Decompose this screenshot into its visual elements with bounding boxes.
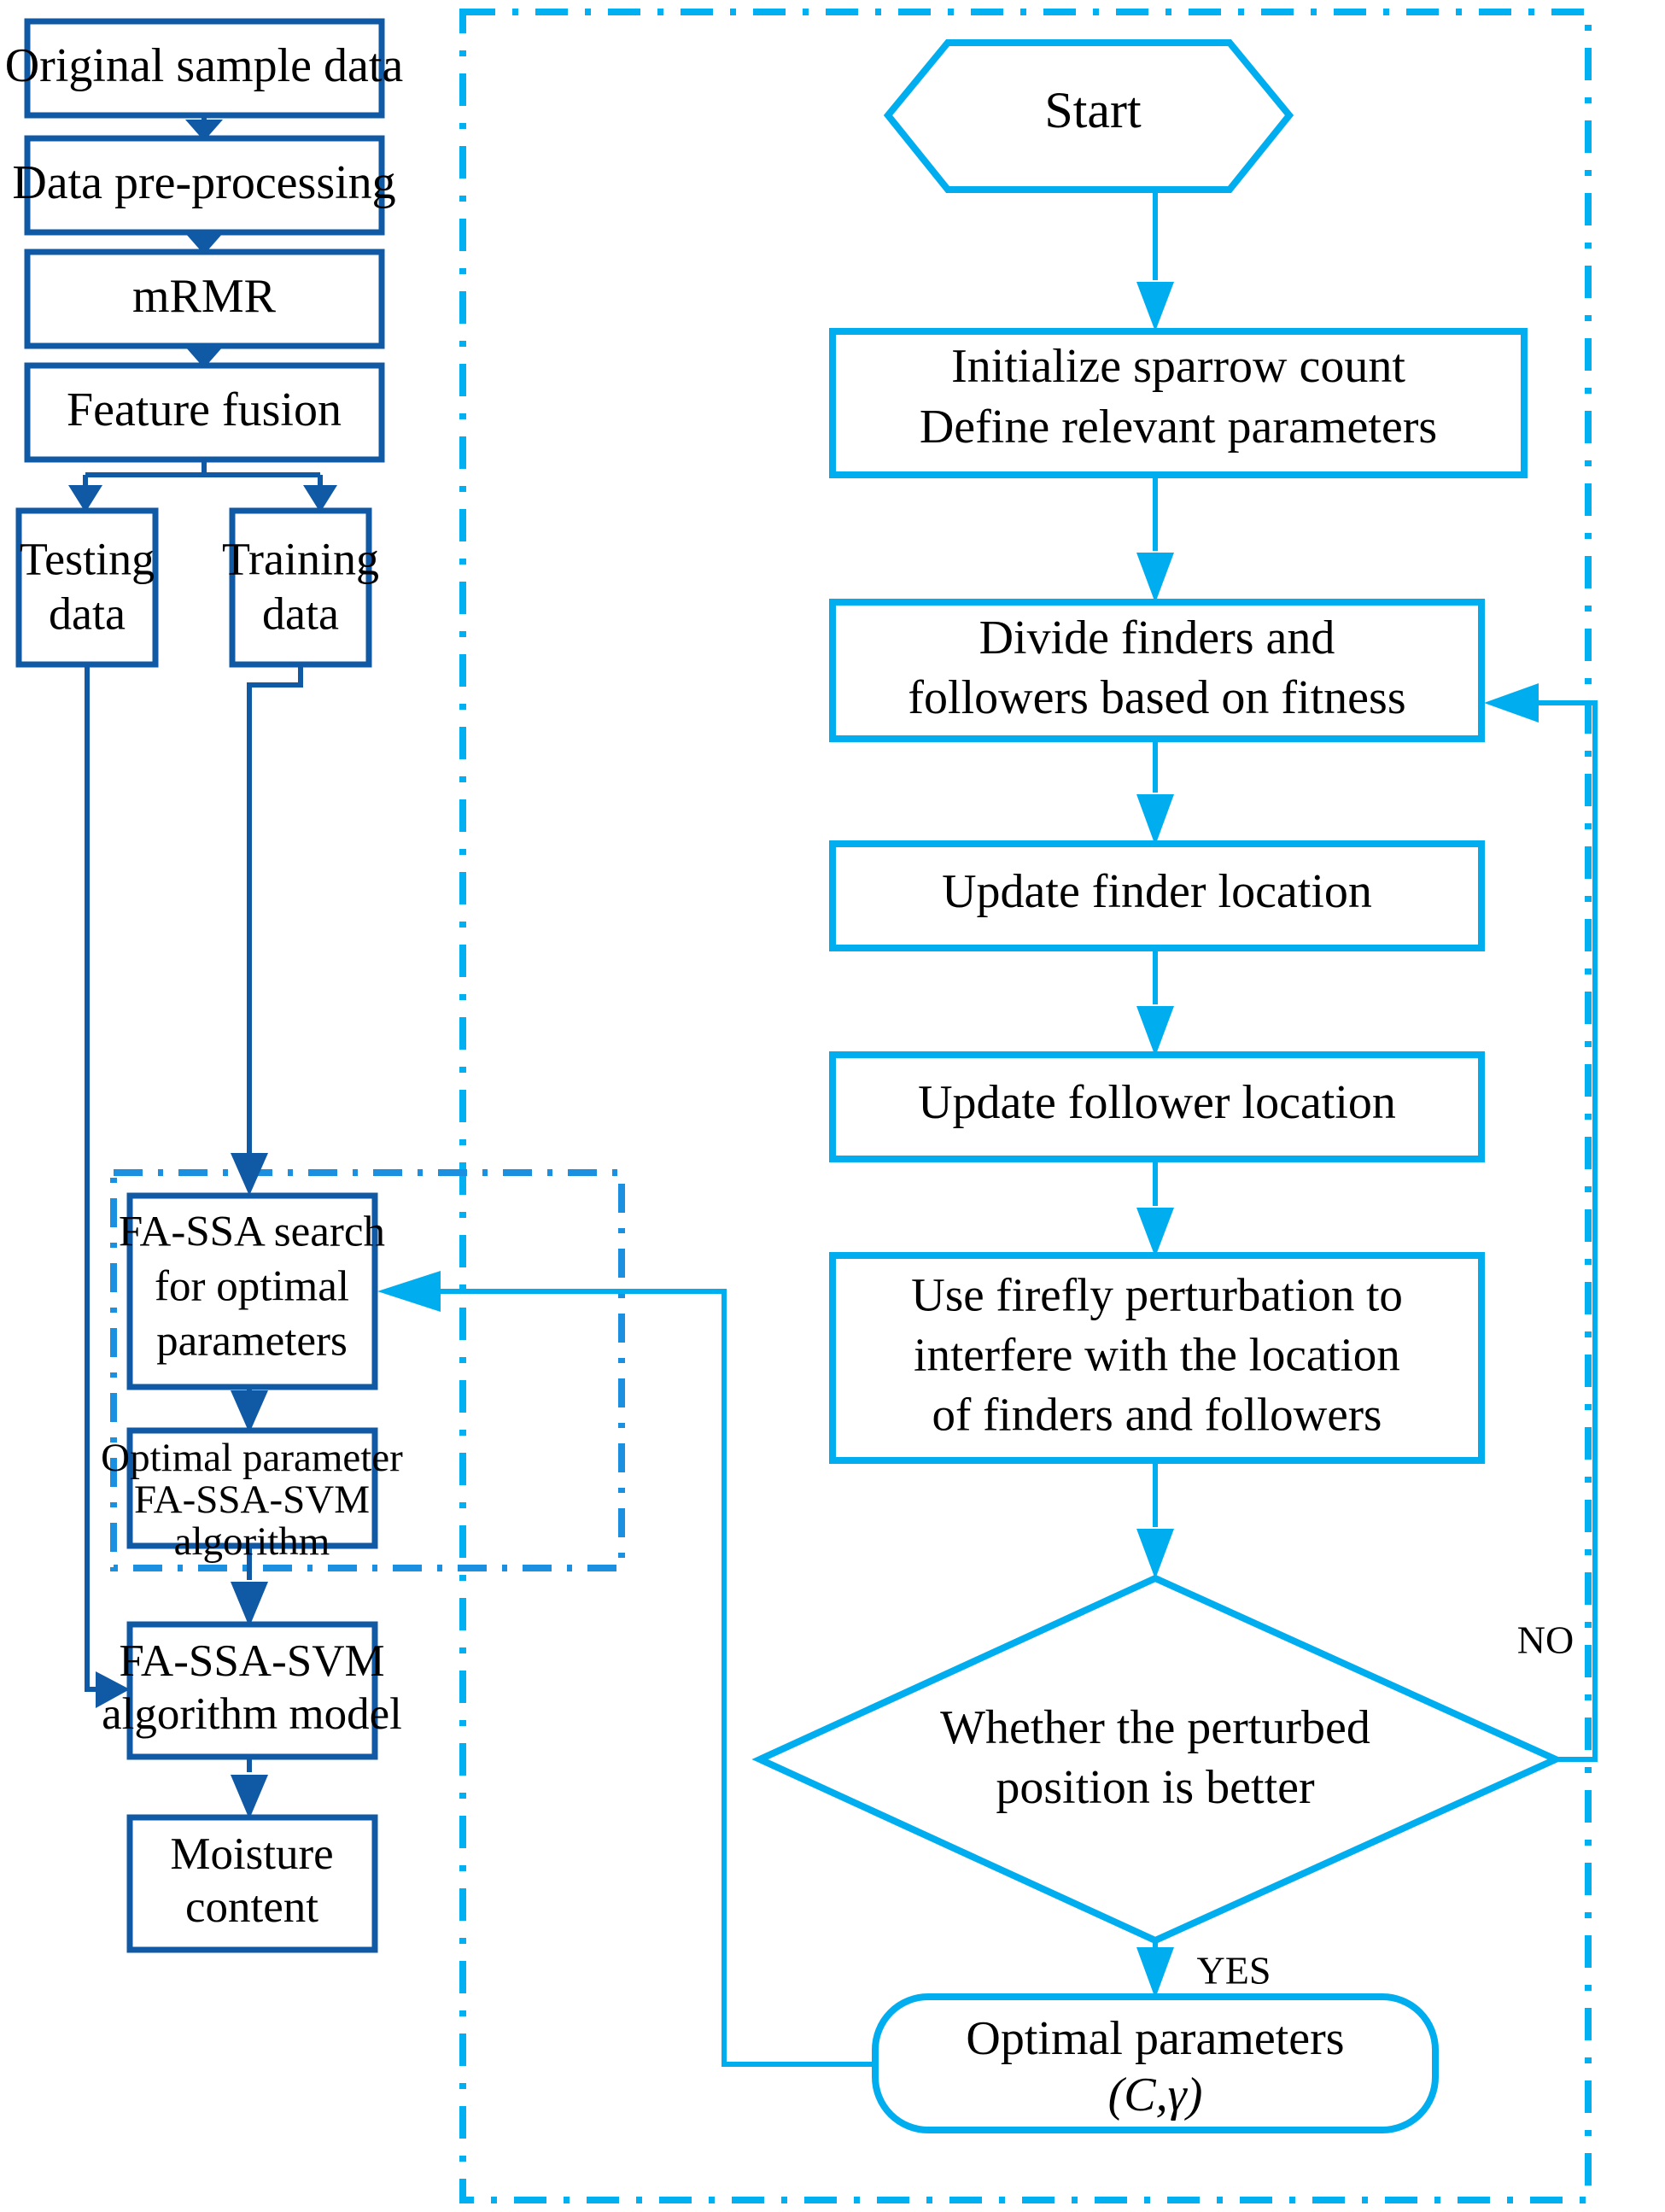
arrow-mrmr-to-feature-fusion: [185, 347, 223, 368]
edge-no-feedback-loop: [1537, 700, 1598, 1762]
edge-label-yes: YES: [1197, 1949, 1271, 1993]
label-model-line1: FA-SSA-SVM: [119, 1636, 384, 1686]
node-update-finder-location[interactable]: [829, 840, 1485, 951]
node-training-data[interactable]: [229, 507, 372, 668]
node-start[interactable]: [883, 39, 1294, 193]
label-optimal-parameter-line1: Optimal parameter: [101, 1436, 403, 1480]
edge-training-to-fa-ssa-search: [247, 664, 303, 1173]
edge-testing-to-model: [85, 664, 104, 1692]
edge-label-no: NO: [1517, 1618, 1574, 1662]
label-fa-ssa-search-line3: parameters: [156, 1318, 348, 1366]
label-testing-data-line2: data: [49, 588, 126, 639]
label-start: Start: [1044, 82, 1142, 138]
node-fa-ssa-svm-model[interactable]: [126, 1621, 378, 1760]
node-optimal-parameter-svm[interactable]: [126, 1427, 378, 1549]
label-initialize-line2: Define relevant parameters: [920, 401, 1437, 454]
label-divide-line2: followers based on fitness: [908, 671, 1405, 724]
arrow-optimal-parameter-to-model: [231, 1582, 268, 1627]
label-moisture-line2: content: [185, 1882, 318, 1932]
label-training-data-line1: Training: [222, 533, 379, 584]
arrow-divide-to-update-finder: [1136, 794, 1174, 846]
label-original-sample-data: Original sample data: [5, 39, 404, 92]
label-update-finder: Update finder location: [942, 865, 1372, 918]
label-firefly-line3: of finders and followers: [932, 1389, 1382, 1441]
arrow-start-to-initialize: [1136, 282, 1174, 331]
label-optimal-parameter-line3: algorithm: [174, 1519, 330, 1564]
arrow-yes-to-optimal-parameters: [1136, 1947, 1174, 1998]
node-moisture-content[interactable]: [126, 1814, 378, 1953]
arrow-testing-to-model: [96, 1671, 130, 1708]
node-firefly-perturbation[interactable]: [829, 1252, 1485, 1464]
label-update-follower: Update follower location: [918, 1076, 1396, 1129]
label-optimal-parameters-line1: Optimal parameters: [966, 2012, 1344, 2065]
arrow-original-to-preprocessing: [185, 120, 223, 141]
label-firefly-line2: interfere with the location: [914, 1329, 1400, 1381]
label-data-pre-processing: Data pre-processing: [12, 156, 395, 209]
node-fa-ssa-search[interactable]: [126, 1192, 378, 1390]
node-initialize-sparrow[interactable]: [829, 328, 1528, 478]
label-divide-line1: Divide finders and: [979, 612, 1335, 664]
node-whether-perturbed-better[interactable]: [751, 1574, 1564, 1945]
label-optimal-parameter-line2: FA-SSA-SVM: [134, 1478, 370, 1522]
label-mrmr: mRMR: [132, 270, 277, 323]
label-feature-fusion: Feature fusion: [67, 383, 342, 436]
arrow-update-finder-to-update-follower: [1136, 1006, 1174, 1056]
node-testing-data[interactable]: [15, 507, 159, 668]
node-optimal-parameters[interactable]: [872, 1993, 1439, 2133]
label-fa-ssa-search-line1: FA-SSA search: [119, 1208, 385, 1256]
label-fa-ssa-search-line2: for optimal: [155, 1263, 349, 1311]
label-initialize-line1: Initialize sparrow count: [951, 340, 1405, 393]
label-training-data-line2: data: [262, 588, 339, 639]
arrow-feature-fusion-to-testing: [68, 485, 102, 512]
arrow-optimal-parameters-to-fa-ssa-search: [377, 1271, 441, 1312]
node-divide-finders[interactable]: [829, 599, 1485, 742]
arrow-preprocessing-to-mrmr: [185, 233, 223, 255]
label-firefly-line1: Use firefly perturbation to: [911, 1269, 1403, 1321]
arrow-training-to-fa-ssa-search: [231, 1153, 268, 1196]
arrow-initialize-to-divide: [1136, 553, 1174, 603]
label-decision-line1: Whether the perturbed: [940, 1701, 1370, 1754]
right-algorithm-group-border: [459, 9, 1592, 2203]
label-testing-data-line1: Testing: [20, 533, 155, 584]
arrow-firefly-to-decision: [1136, 1529, 1174, 1579]
arrow-fa-ssa-search-to-optimal-parameter: [231, 1390, 268, 1433]
arrow-no-feedback-to-divide: [1484, 683, 1539, 723]
arrow-feature-fusion-to-training: [303, 485, 337, 512]
label-decision-line2: position is better: [996, 1761, 1315, 1814]
edge-optimal-parameters-to-fa-ssa-search: [435, 1289, 875, 2067]
arrow-model-to-moisture: [231, 1775, 268, 1819]
edge-feature-fusion-split: [83, 459, 323, 489]
node-data-pre-processing[interactable]: [24, 135, 385, 236]
label-model-line2: algorithm model: [102, 1689, 402, 1739]
arrow-update-follower-to-firefly: [1136, 1208, 1174, 1257]
label-optimal-parameters-line2: (C,γ): [1108, 2069, 1203, 2121]
label-moisture-line1: Moisture: [170, 1829, 333, 1879]
